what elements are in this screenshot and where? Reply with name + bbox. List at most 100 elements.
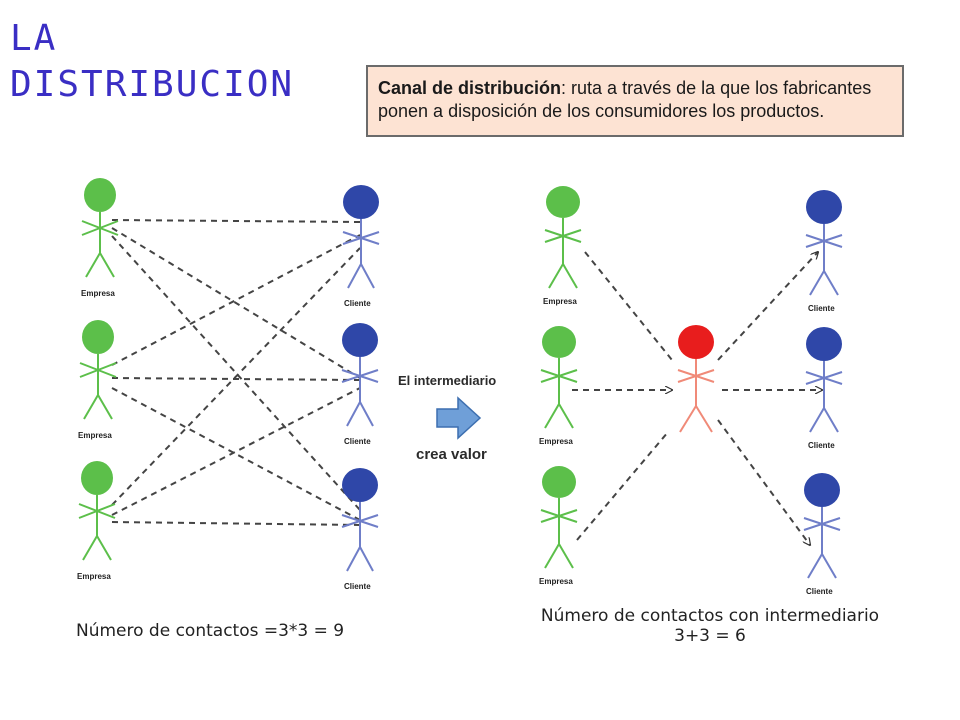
- contact-line: [111, 235, 361, 511]
- contact-line: [111, 219, 361, 223]
- diagram-canvas: Empresa Empresa Empresa: [77, 178, 843, 596]
- head: [81, 461, 113, 495]
- empresa-figure: Empresa: [77, 461, 116, 581]
- leg: [359, 546, 374, 572]
- empresa-label: Empresa: [539, 437, 573, 446]
- leg: [809, 270, 825, 296]
- head: [678, 325, 714, 359]
- cliente-label: Cliente: [344, 437, 371, 446]
- contact-line: [111, 227, 361, 379]
- leg: [82, 535, 98, 561]
- leg: [679, 405, 697, 433]
- leg: [807, 553, 823, 579]
- cliente-figure: Cliente: [805, 327, 843, 450]
- cliente-label: Cliente: [808, 304, 835, 313]
- cliente-figure: Cliente: [803, 473, 841, 596]
- empresa-label: Empresa: [539, 577, 573, 586]
- definition-term: Canal de distribución: [378, 78, 562, 98]
- definition-text: : ruta a través de la que los fabricante…: [378, 78, 872, 121]
- arms: [540, 369, 578, 383]
- arms: [544, 229, 582, 243]
- contact-line: [717, 419, 810, 545]
- contact-line: [111, 387, 361, 521]
- empresa-label: Empresa: [81, 289, 115, 298]
- empresa-label: Empresa: [543, 297, 577, 306]
- leg: [97, 394, 113, 420]
- contact-line: [584, 251, 673, 361]
- empresa-label: Empresa: [78, 431, 112, 440]
- creates-value-label: crea valor: [416, 446, 487, 463]
- leg: [83, 394, 99, 420]
- contact-line: [111, 521, 361, 526]
- arms: [805, 234, 843, 248]
- leg: [558, 543, 574, 569]
- leg: [548, 263, 564, 289]
- intermediary-contacts-caption: Número de contactos con intermediario 3+…: [510, 606, 910, 646]
- intermediary-contact-lines: [572, 252, 822, 545]
- arms: [540, 509, 578, 523]
- head: [546, 186, 580, 218]
- empresa-figure: Empresa: [81, 178, 119, 298]
- cliente-label: Cliente: [806, 587, 833, 596]
- arms: [81, 220, 119, 236]
- contact-line: [111, 234, 361, 366]
- empresa-figure: Empresa: [539, 466, 578, 586]
- empresa-figure: Empresa: [78, 320, 117, 440]
- intermediario-figure: [677, 325, 715, 433]
- leg: [347, 263, 362, 289]
- leg: [544, 543, 560, 569]
- arms: [341, 369, 379, 383]
- leg: [359, 401, 374, 427]
- arms: [341, 514, 379, 528]
- cliente-figure: Cliente: [341, 468, 379, 591]
- leg: [821, 553, 837, 579]
- empresa-figure: Empresa: [543, 186, 582, 306]
- leg: [823, 407, 839, 433]
- distribution-diagram: Empresa Empresa Empresa: [0, 160, 960, 660]
- cliente-figure: Cliente: [341, 323, 379, 446]
- leg: [360, 263, 375, 289]
- definition-box: Canal de distribución: ruta a través de …: [366, 65, 904, 137]
- direct-contacts-caption: Número de contactos =3*3 = 9: [76, 621, 345, 641]
- leg: [346, 401, 361, 427]
- arms: [677, 369, 715, 383]
- empresa-figure: Empresa: [539, 326, 578, 446]
- leg: [346, 546, 361, 572]
- contact-line: [717, 252, 818, 361]
- cliente-label: Cliente: [344, 582, 371, 591]
- value-arrow-icon: [436, 396, 482, 440]
- head: [342, 468, 378, 502]
- intermediary-label: El intermediario: [398, 373, 497, 388]
- direct-contact-lines: [111, 219, 361, 526]
- head: [542, 326, 576, 358]
- leg: [562, 263, 578, 289]
- contact-line: [111, 387, 361, 516]
- head: [804, 473, 840, 507]
- empresa-label: Empresa: [77, 572, 111, 581]
- arms: [78, 503, 116, 519]
- head: [806, 190, 842, 224]
- head: [84, 178, 116, 212]
- head: [343, 185, 379, 219]
- leg: [823, 270, 839, 296]
- head: [82, 320, 114, 354]
- slide-title: LA DISTRIBUCION: [10, 18, 295, 105]
- intermediary-caption-line2: 3+3 = 6: [674, 626, 746, 646]
- arms: [342, 231, 380, 245]
- leg: [99, 252, 115, 278]
- cliente-figure: Cliente: [805, 190, 843, 313]
- contact-line: [576, 431, 669, 541]
- leg: [558, 403, 574, 429]
- arms: [805, 371, 843, 385]
- leg: [85, 252, 101, 278]
- leg: [695, 405, 713, 433]
- intermediary-caption-line1: Número de contactos con intermediario: [540, 606, 880, 626]
- cliente-label: Cliente: [344, 299, 371, 308]
- leg: [96, 535, 112, 561]
- arms: [803, 517, 841, 531]
- contact-line: [111, 377, 361, 381]
- arms: [79, 362, 117, 378]
- leg: [809, 407, 825, 433]
- contact-line: [111, 247, 361, 506]
- head: [342, 323, 378, 357]
